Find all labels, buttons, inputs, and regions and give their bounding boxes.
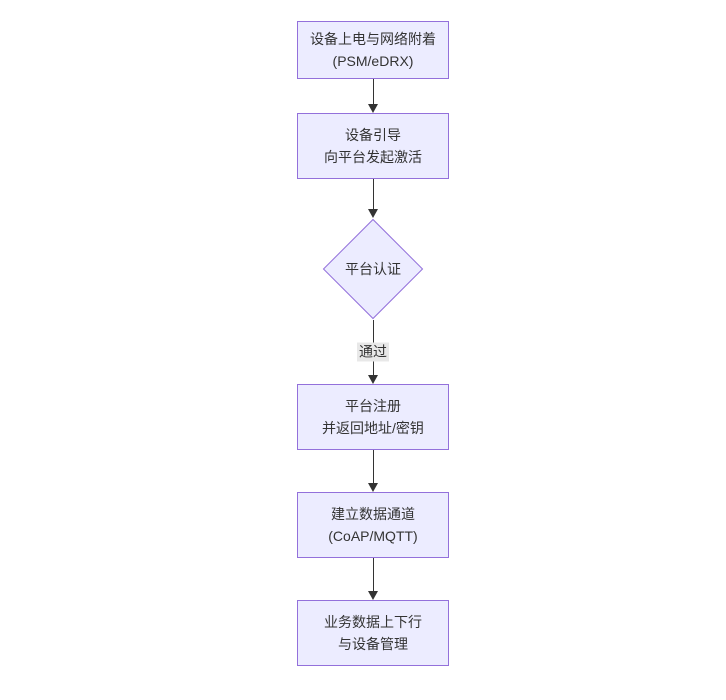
arrow-down-icon [368,104,378,113]
arrow-down-icon [368,375,378,384]
node-text-line: 与设备管理 [338,636,408,652]
node-text-line: 向平台发起激活 [324,149,422,165]
node-text-line: 平台注册 [345,398,401,414]
arrow-down-icon [368,591,378,600]
arrow-e-to-f [366,558,380,600]
node-text-line: 并返回地址/密钥 [322,420,424,436]
arrow-down-icon [368,483,378,492]
arrow-line [372,450,374,486]
arrow-down-icon [368,209,378,218]
node-text-line: (CoAP/MQTT) [328,528,418,544]
arrow-b-to-c [366,179,380,218]
arrow-a-to-b [366,79,380,113]
arrow-d-to-e [366,450,380,492]
node-device-bootstrap: 设备引导 向平台发起激活 [297,113,449,179]
node-text-line: (PSM/eDRX) [332,53,414,69]
node-data-channel: 建立数据通道 (CoAP/MQTT) [297,492,449,558]
node-text-line: 业务数据上下行 [324,614,422,630]
node-text-line: 设备上电与网络附着 [310,31,436,47]
arrow-line [372,79,374,107]
arrow-c-to-d: 通过 [357,320,389,384]
flowchart-column: 设备上电与网络附着 (PSM/eDRX) 设备引导 向平台发起激活 平台认证 通… [297,21,449,666]
node-business-data: 业务数据上下行 与设备管理 [297,600,449,666]
arrow-line [372,558,374,594]
decision-platform-auth: 平台认证 [322,218,424,320]
node-text-line: 设备引导 [345,127,401,143]
arrow-line [372,179,374,212]
node-text-line: 建立数据通道 [331,506,415,522]
node-device-power-attach: 设备上电与网络附着 (PSM/eDRX) [297,21,449,79]
edge-label-pass: 通过 [357,342,389,362]
node-platform-register: 平台注册 并返回地址/密钥 [297,384,449,450]
decision-label: 平台认证 [345,261,401,277]
